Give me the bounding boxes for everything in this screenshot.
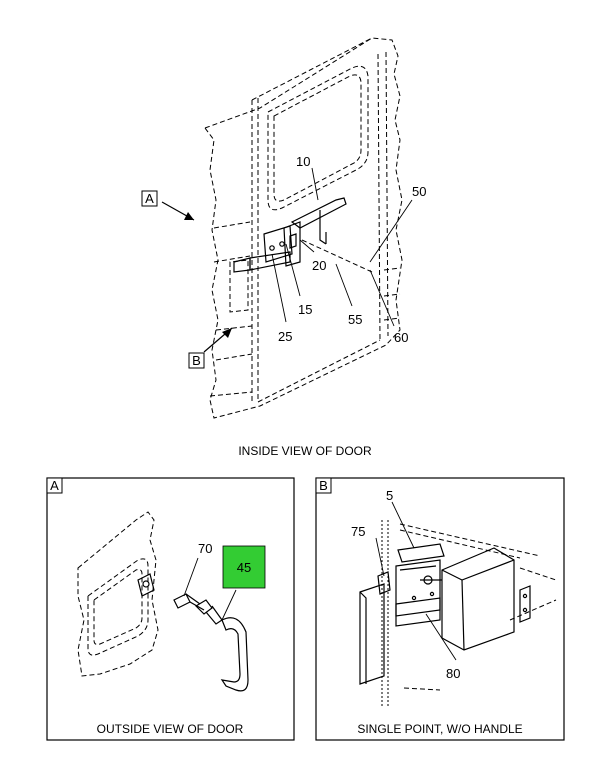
part-75-label: 75 bbox=[351, 524, 365, 539]
detail-b-panel: B 5 75 80 bbox=[315, 477, 565, 741]
main-callout-lines bbox=[161, 167, 413, 353]
main-caption: INSIDE VIEW OF DOOR bbox=[238, 444, 372, 458]
part-45-label: 45 bbox=[237, 560, 251, 575]
part-80-label: 80 bbox=[446, 666, 460, 681]
part-45-highlight[interactable] bbox=[222, 545, 266, 589]
part-20-label: 20 bbox=[312, 258, 326, 273]
part-70-label: 70 bbox=[198, 541, 212, 556]
part-60-label: 60 bbox=[394, 330, 408, 345]
detail-b-caption: SINGLE POINT, W/O HANDLE bbox=[357, 722, 522, 736]
view-b-letter: B bbox=[192, 353, 201, 368]
detail-a-tag: A bbox=[50, 478, 59, 493]
part-55-label: 55 bbox=[348, 312, 362, 327]
part-5-label: 5 bbox=[386, 488, 393, 503]
detail-a-caption: OUTSIDE VIEW OF DOOR bbox=[97, 722, 244, 736]
detail-b-tag: B bbox=[319, 478, 328, 493]
part-15-label: 15 bbox=[298, 302, 312, 317]
part-10-label: 10 bbox=[296, 154, 310, 169]
part-25-label: 25 bbox=[278, 329, 292, 344]
latch-assembly bbox=[233, 197, 373, 273]
part-50-label: 50 bbox=[412, 184, 426, 199]
view-a-callout: A bbox=[141, 190, 158, 207]
view-b-callout: B bbox=[188, 352, 205, 369]
door-inside-view bbox=[204, 37, 403, 419]
view-a-letter: A bbox=[145, 191, 154, 206]
detail-a-panel: A 70 45 OUTSIDE VIEW OF DOOR bbox=[46, 477, 295, 741]
